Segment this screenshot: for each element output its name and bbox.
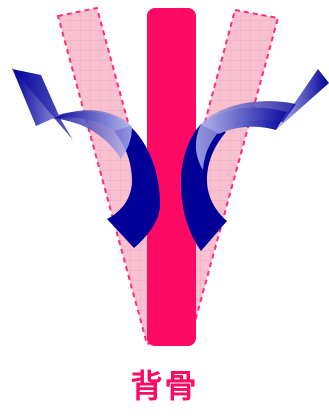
- right-arrowhead: [276, 69, 329, 130]
- caption-title: 背骨: [0, 366, 329, 406]
